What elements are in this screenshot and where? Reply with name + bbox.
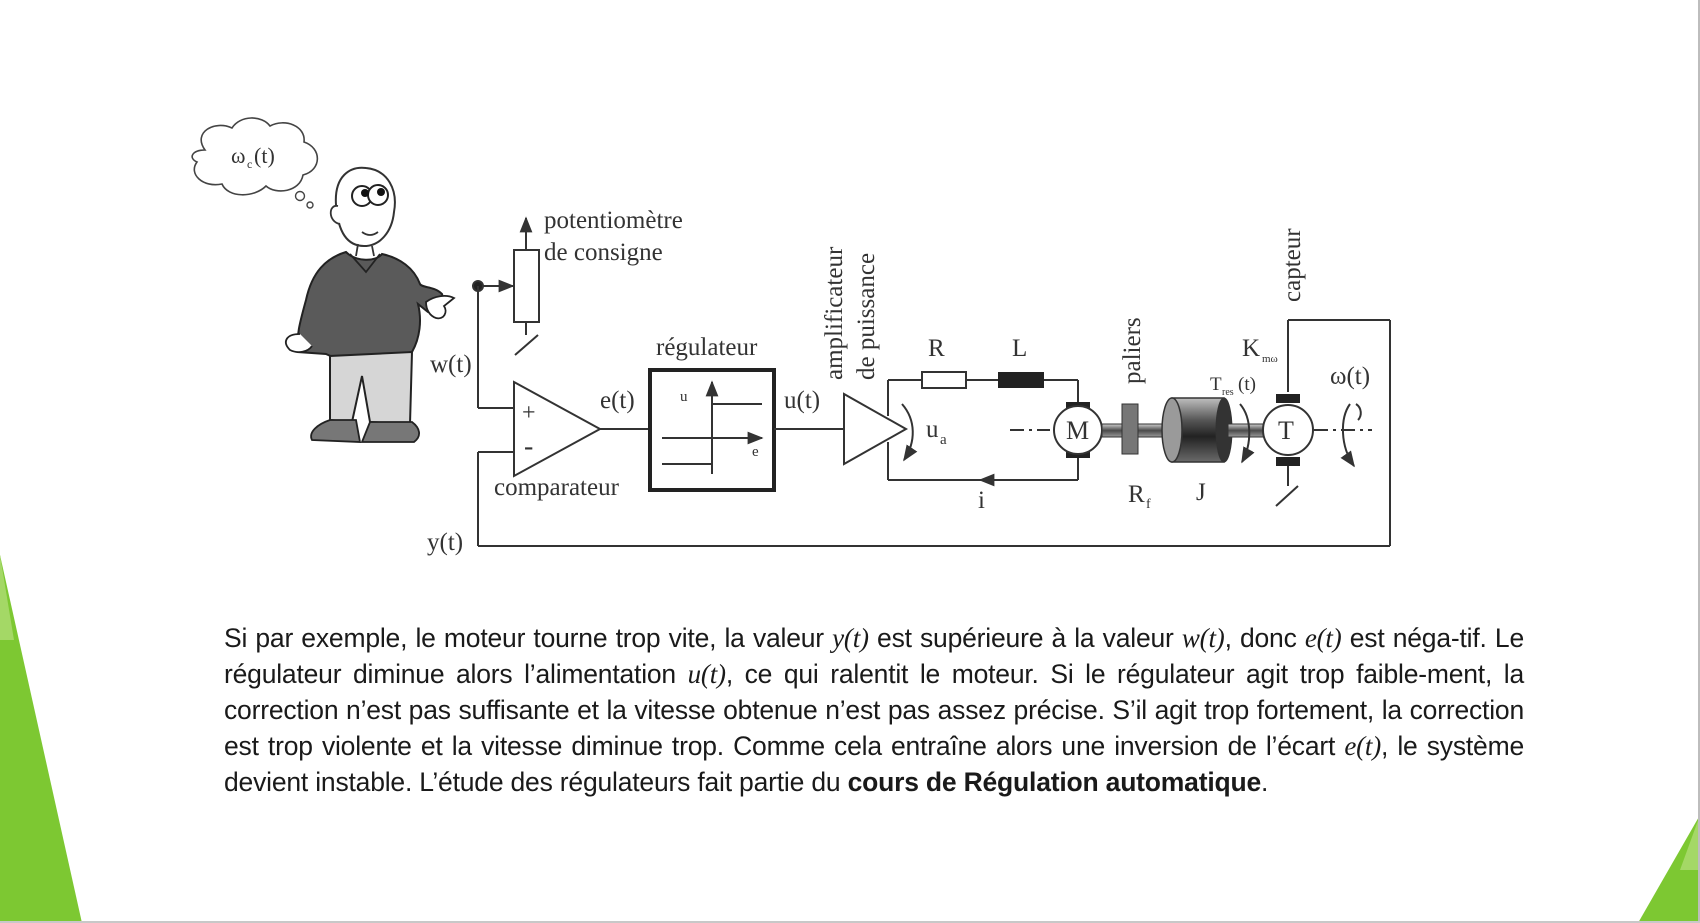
comparator-minus: -	[524, 431, 533, 462]
y-signal-label: y(t)	[427, 529, 463, 556]
trousers	[329, 350, 414, 426]
regulator-characteristic	[662, 380, 764, 474]
setpoint-potentiometer	[472, 216, 540, 409]
amplifier-label-line1: amplificateur	[821, 246, 848, 380]
current-label: i	[978, 487, 985, 514]
shoe-left	[310, 419, 362, 443]
var-u: u(t)	[687, 659, 726, 689]
friction-sub: f	[1146, 497, 1151, 512]
course-name: cours de Régulation automatique	[847, 767, 1262, 797]
tachogenerator-symbol	[1262, 404, 1314, 456]
inertia-label: J	[1196, 479, 1206, 506]
comparator-label: comparateur	[494, 474, 620, 501]
armature-voltage-label: u	[926, 416, 939, 443]
right-green-triangle-shade	[1680, 815, 1700, 870]
inductor-L	[998, 372, 1044, 388]
disturbance-time: (t)	[1238, 374, 1256, 395]
comparator-plus: +	[522, 400, 536, 426]
amplifier-label-line2: de puissance	[853, 253, 880, 380]
var-w: w(t)	[1181, 623, 1225, 653]
potentiometer-label-line2: de consigne	[544, 239, 663, 266]
disturbance-sub: res	[1222, 387, 1234, 398]
regulator-u-axis: u	[680, 389, 688, 405]
para-text-7: .	[1261, 767, 1269, 797]
armature-voltage-sub: a	[940, 432, 947, 448]
right-green-triangle	[1638, 815, 1700, 923]
w-signal-label: w(t)	[430, 351, 472, 378]
thought-omega: ω	[231, 143, 245, 168]
armature-circuit	[887, 371, 1079, 487]
slide-bottom-border	[0, 921, 1700, 923]
resistor-label: R	[928, 335, 945, 362]
var-e: e(t)	[1304, 623, 1342, 653]
thought-bubble-icon	[191, 117, 319, 196]
operator-figure: ω c (t)	[191, 117, 456, 443]
control-signal-label: u(t)	[784, 387, 820, 414]
shoe-right	[360, 421, 420, 443]
power-amplifier	[843, 392, 909, 466]
error-signal-label: e(t)	[600, 387, 635, 414]
pointing-hand-icon	[425, 295, 456, 320]
sensor-gain-label: K	[1242, 335, 1260, 362]
friction-label: R	[1128, 481, 1145, 508]
disturbance-label: T	[1210, 374, 1222, 395]
para-text-6: , le système devient instable. L’étude d…	[224, 731, 1524, 797]
thought-time: (t)	[254, 143, 275, 168]
potentiometer-label-line1: potentiomètre	[544, 207, 683, 234]
comparator-triangle	[513, 380, 603, 478]
sensor-gain-sub: mω	[1262, 353, 1278, 365]
eye-right	[367, 184, 389, 206]
bearings-label: paliers	[1119, 317, 1146, 384]
sensor-label: capteur	[1279, 228, 1306, 302]
left-green-triangle	[0, 555, 82, 923]
regulator-label: régulateur	[656, 334, 758, 361]
feedback-path	[477, 319, 1391, 547]
para-text-5: , ce qui ralentit le moteur. Si le régul…	[224, 659, 1525, 761]
slide-right-border	[1698, 0, 1700, 923]
thought-subscript: c	[247, 157, 252, 171]
sweater	[296, 250, 444, 362]
regulator-e-axis: e	[752, 444, 759, 460]
motor-label: M	[1066, 416, 1089, 445]
para-text-4: est néga-tif. Le régulateur diminue alor…	[224, 623, 1524, 689]
var-y: y(t)	[832, 623, 869, 653]
para-text-3: , donc	[1224, 623, 1305, 653]
var-e-2: e(t)	[1344, 731, 1381, 761]
bearing-block	[1121, 403, 1139, 455]
flywheel-J	[1161, 397, 1233, 463]
inductor-label: L	[1012, 335, 1027, 362]
explanation-paragraph: Si par exemple, le moteur tourne trop vi…	[224, 620, 1524, 800]
para-text-1: Si par exemple, le moteur tourne trop vi…	[224, 623, 833, 653]
left-green-triangle-shade	[0, 555, 14, 640]
para-text-2: est supérieure à la valeur	[868, 623, 1182, 653]
tachogenerator-label: T	[1278, 416, 1294, 445]
speed-output-label: ω(t)	[1330, 363, 1370, 390]
